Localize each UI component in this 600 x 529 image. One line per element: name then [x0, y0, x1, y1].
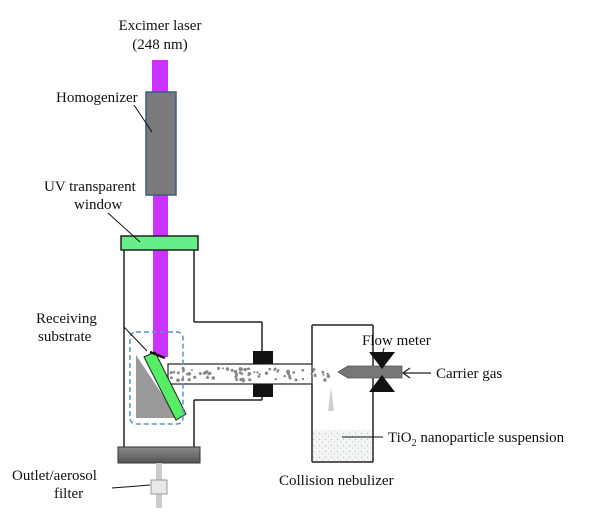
aerosol-particle: [268, 367, 272, 371]
leader-flow-meter: [382, 347, 385, 353]
deposition-chamber: [123, 250, 262, 447]
aerosol-particle: [301, 368, 305, 372]
aerosol-particle: [169, 376, 173, 380]
aerosol-particle: [182, 368, 186, 372]
substrate-edge: [149, 350, 166, 360]
aerosol-particle: [239, 377, 243, 382]
aerosol-particle: [225, 367, 230, 371]
aerosol-particle: [323, 378, 327, 382]
aerosol-particle: [322, 373, 325, 376]
tio2-suffix: nanoparticle suspension: [417, 430, 565, 446]
carrier-gas-arrowhead: [401, 367, 411, 379]
aerosol-particle: [217, 366, 221, 370]
label-outlet-line1: Outlet/aerosol: [12, 468, 97, 484]
label-tio2-suspension: TiO2 nanoparticle suspension: [388, 430, 565, 449]
aerosol-particle: [313, 374, 317, 378]
label-receiving-line1: Receiving: [36, 311, 97, 327]
label-excimer-laser: Excimer laser: [119, 18, 202, 34]
aerosol-particle: [326, 372, 329, 376]
tio2-subscript: 2: [412, 438, 417, 449]
aerosol-particle: [234, 375, 238, 379]
aerosol-particle: [238, 371, 242, 375]
aerosol-particle: [206, 376, 209, 379]
aerosol-particle: [283, 375, 286, 378]
aerosol-particle: [247, 371, 252, 376]
spray-cone: [328, 387, 334, 411]
aerosol-particle: [190, 369, 193, 372]
aerosol-particle: [327, 375, 330, 378]
label-carrier-gas: Carrier gas: [436, 366, 502, 382]
aerosol-particle: [187, 378, 191, 382]
leader-receiving-substrate: [123, 326, 148, 352]
tube-connector-top: [253, 351, 273, 364]
aerosol-particle: [292, 371, 296, 374]
aerosol-particle: [176, 371, 180, 375]
flow-meter-valve-top: [369, 352, 395, 369]
label-wavelength: (248 nm): [132, 37, 187, 53]
label-uv-window-line1: UV transparent: [44, 179, 137, 195]
flow-meter-valve-bottom: [369, 375, 395, 392]
aerosol-particle: [312, 370, 315, 373]
aerosol-particle: [234, 372, 239, 377]
label-uv-window-line2: window: [74, 197, 123, 213]
aerosol-particle: [288, 376, 292, 380]
label-flow-meter: Flow meter: [362, 333, 431, 349]
aerosol-particles: [169, 366, 331, 383]
aerosol-particle: [234, 370, 238, 374]
aerosol-particle: [253, 371, 256, 374]
laser-beam-upper: [152, 60, 168, 92]
aerosol-particle: [274, 378, 277, 381]
aerosol-particle: [235, 378, 239, 382]
leader-uv-window: [107, 212, 141, 243]
homogenizer: [145, 91, 177, 196]
aerosol-particle: [264, 371, 269, 375]
aerosol-particle: [211, 376, 216, 380]
uv-transparent-window: [120, 235, 199, 251]
label-collision-nebulizer: Collision nebulizer: [279, 473, 394, 489]
aerosol-particle: [169, 371, 173, 375]
aerosol-particle: [257, 375, 261, 378]
aerosol-particle: [208, 371, 212, 375]
aerosol-particle: [221, 367, 224, 370]
gas-nozzle: [337, 365, 403, 379]
aerosol-particle: [181, 378, 184, 382]
aerosol-particle: [186, 372, 189, 376]
aerosol-particle: [176, 378, 180, 383]
outlet-filter: [150, 479, 168, 495]
label-homogenizer: Homogenizer: [56, 90, 138, 106]
leader-outlet-filter: [111, 484, 151, 489]
label-outlet-line2: filter: [54, 486, 83, 502]
aerosol-particle: [193, 375, 197, 379]
aerosol-particle: [277, 369, 280, 372]
aerosol-particle: [238, 367, 243, 371]
tio2-suspension-liquid: [313, 430, 372, 461]
aerosol-particle: [204, 372, 207, 375]
chamber-base-plate: [117, 446, 201, 464]
leader-homogenizer: [133, 104, 153, 133]
label-receiving-line2: substrate: [38, 329, 92, 345]
aerosol-particle: [243, 367, 247, 372]
aerosol-particle: [294, 378, 298, 382]
aerosol-particle: [172, 370, 176, 374]
aerosol-particle: [321, 370, 325, 374]
aerosol-particle: [198, 372, 202, 375]
aerosol-particle: [310, 372, 313, 376]
tio2-prefix: TiO: [388, 430, 412, 446]
aerosol-particle: [273, 368, 276, 371]
aerosol-particle: [248, 378, 252, 382]
aerosol-particle: [258, 373, 261, 376]
aerosol-particle: [312, 368, 316, 371]
aerosol-particle: [287, 372, 291, 376]
aerosol-particle: [230, 368, 234, 372]
tube-connector-bottom: [253, 384, 273, 397]
aerosol-particle: [256, 371, 259, 374]
aerosol-particle: [301, 377, 305, 381]
aerosol-particle: [246, 367, 250, 371]
